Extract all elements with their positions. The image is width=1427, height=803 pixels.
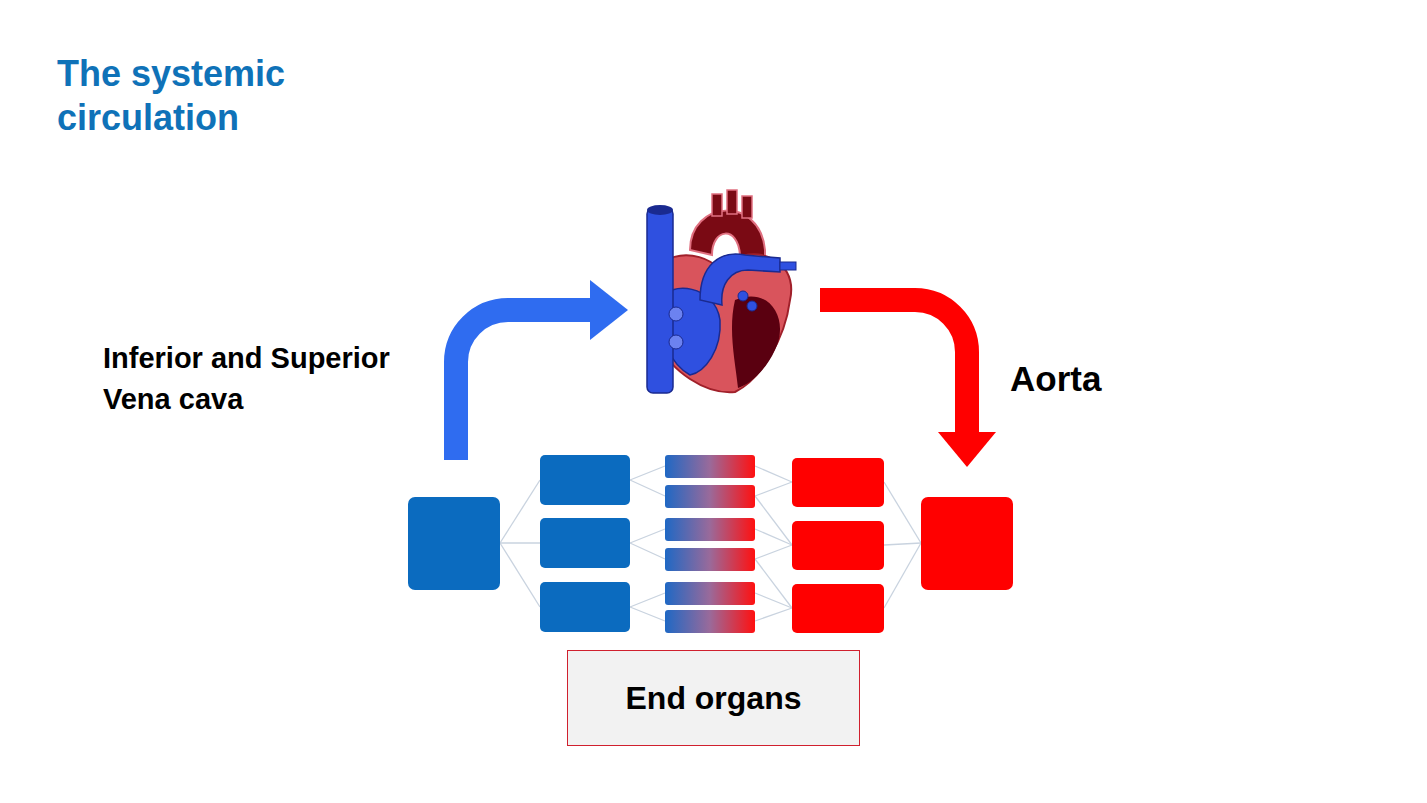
capillary-boxes	[665, 455, 755, 633]
slide-title: The systemic circulation	[57, 52, 347, 140]
venous-arrow	[456, 280, 628, 460]
vein-boxes	[408, 455, 630, 632]
artery-boxes	[792, 458, 1013, 633]
heart-illustration	[647, 190, 796, 393]
vessel-label: Aorta	[1010, 358, 1210, 400]
node-label: End organs	[625, 680, 801, 717]
organ-box: End organs	[567, 650, 860, 746]
aorta-arrow	[820, 300, 996, 467]
vessel-label: Inferior and Superior Vena cava	[103, 338, 448, 420]
